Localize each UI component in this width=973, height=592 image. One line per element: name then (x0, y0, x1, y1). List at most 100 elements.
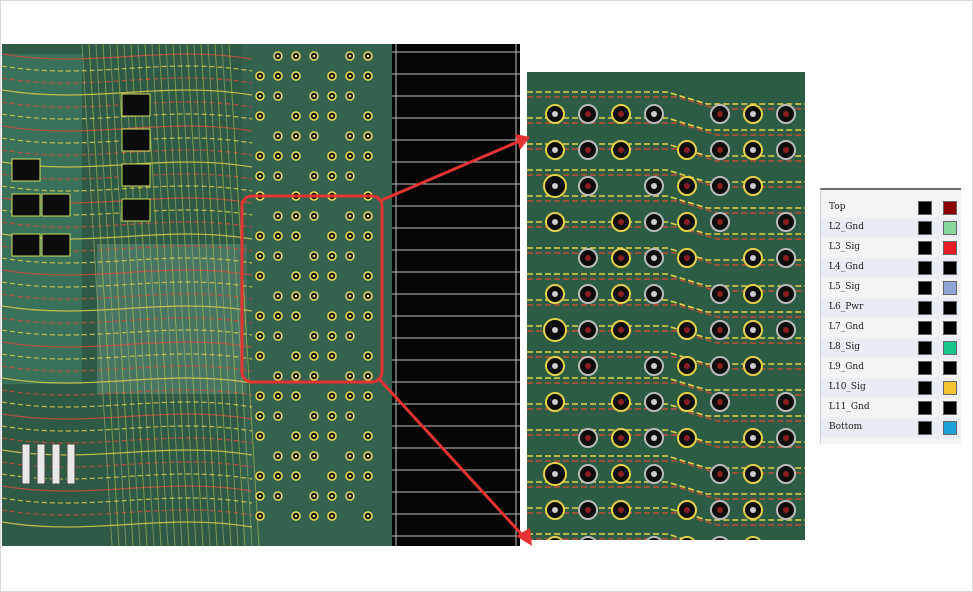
layer-color-swatch[interactable] (943, 421, 957, 435)
layer-visibility-swatch[interactable] (918, 401, 932, 415)
via (646, 536, 662, 540)
layer-visibility-swatch[interactable] (918, 341, 932, 355)
layer-visibility-swatch[interactable] (918, 421, 932, 435)
trace (214, 44, 246, 546)
layer-color-swatch[interactable] (943, 401, 957, 415)
callout-arrow-bottom (378, 378, 527, 540)
trace (527, 195, 805, 209)
layer-name: L5_Sig (829, 282, 861, 292)
trace (527, 304, 805, 318)
trace (88, 44, 120, 546)
layer-row[interactable]: L11_Gnd (821, 398, 961, 418)
layer-visibility-swatch[interactable] (918, 361, 932, 375)
trace (109, 44, 141, 546)
trace (2, 413, 253, 420)
trace (527, 538, 683, 540)
trace (527, 377, 805, 391)
trace (2, 353, 253, 360)
layer-color-swatch[interactable] (943, 301, 957, 315)
trace (172, 44, 204, 546)
trace (130, 44, 162, 546)
layer-visibility-swatch[interactable] (918, 221, 932, 235)
trace (137, 44, 169, 546)
layer-name: L2_Gnd (829, 222, 864, 232)
layer-visibility-swatch[interactable] (918, 381, 932, 395)
layer-row[interactable]: L8_Sig (821, 338, 961, 358)
layer-color-swatch[interactable] (943, 281, 957, 295)
layer-visibility-swatch[interactable] (918, 241, 932, 255)
pcb-overview[interactable] (2, 44, 392, 546)
trace (2, 77, 253, 84)
layer-visibility-swatch[interactable] (918, 321, 932, 335)
arrow-head-top-icon (515, 134, 530, 150)
layer-color-swatch[interactable] (943, 221, 957, 235)
layer-row[interactable]: L9_Gnd (821, 358, 961, 378)
layer-color-swatch[interactable] (943, 321, 957, 335)
layer-color-swatch[interactable] (943, 201, 957, 215)
trace (527, 122, 805, 136)
trace (228, 44, 260, 546)
layer-visibility-swatch[interactable] (918, 301, 932, 315)
trace (527, 117, 805, 131)
trace (527, 91, 805, 105)
layer-row[interactable]: L6_Pwr (821, 298, 961, 318)
trace (193, 44, 225, 546)
trace (527, 512, 805, 526)
layer-color-swatch[interactable] (943, 361, 957, 375)
trace (81, 44, 113, 546)
layer-row[interactable]: L4_Gnd (821, 258, 961, 278)
layer-color-swatch[interactable] (943, 381, 957, 395)
trace (2, 53, 253, 60)
trace (2, 257, 253, 264)
layer-color-swatch[interactable] (943, 341, 957, 355)
trace (2, 389, 253, 396)
layer-row[interactable]: L2_Gnd (821, 218, 961, 238)
trace (527, 226, 805, 240)
resistor (66, 443, 76, 485)
trace (2, 137, 253, 144)
layer-row[interactable]: L3_Sig (821, 238, 961, 258)
layer-color-swatch[interactable] (943, 241, 957, 255)
trace (2, 425, 253, 432)
chip (41, 193, 71, 217)
trace (158, 44, 190, 546)
highlight-box (240, 194, 384, 384)
trace (527, 382, 805, 396)
via (580, 536, 596, 540)
layer-name: L3_Sig (829, 242, 861, 252)
layer-name: L11_Gnd (829, 402, 870, 412)
component-area (2, 54, 82, 384)
trace (2, 509, 253, 516)
layer-row[interactable]: L5_Sig (821, 278, 961, 298)
trace (207, 44, 239, 546)
chip (121, 163, 151, 187)
layer-visibility-swatch[interactable] (918, 201, 932, 215)
resistor (51, 443, 61, 485)
trace (2, 185, 253, 192)
layer-row[interactable]: Top (821, 198, 961, 218)
chip (121, 198, 151, 222)
trace (2, 269, 253, 276)
trace (527, 200, 805, 214)
trace (123, 44, 155, 546)
trace (2, 401, 253, 408)
trace (102, 44, 134, 546)
layer-name: L9_Gnd (829, 362, 864, 372)
layer-visibility-swatch[interactable] (918, 261, 932, 275)
pcb-overview-canvas (2, 44, 392, 546)
trace (95, 44, 127, 546)
layer-row[interactable]: L7_Gnd (821, 318, 961, 338)
trace (2, 149, 253, 156)
layer-row[interactable]: L10_Sig (821, 378, 961, 398)
trace (2, 473, 253, 480)
pcb-zoom-view[interactable] (527, 72, 805, 540)
layer-name: L7_Gnd (829, 322, 864, 332)
via (712, 536, 728, 540)
layer-color-swatch[interactable] (943, 261, 957, 275)
layer-row[interactable]: Bottom (821, 418, 961, 438)
trace (165, 44, 197, 546)
layer-visibility-swatch[interactable] (918, 281, 932, 295)
arrow-head-bottom-icon (516, 528, 532, 546)
trace (527, 299, 805, 313)
trace (527, 507, 805, 521)
